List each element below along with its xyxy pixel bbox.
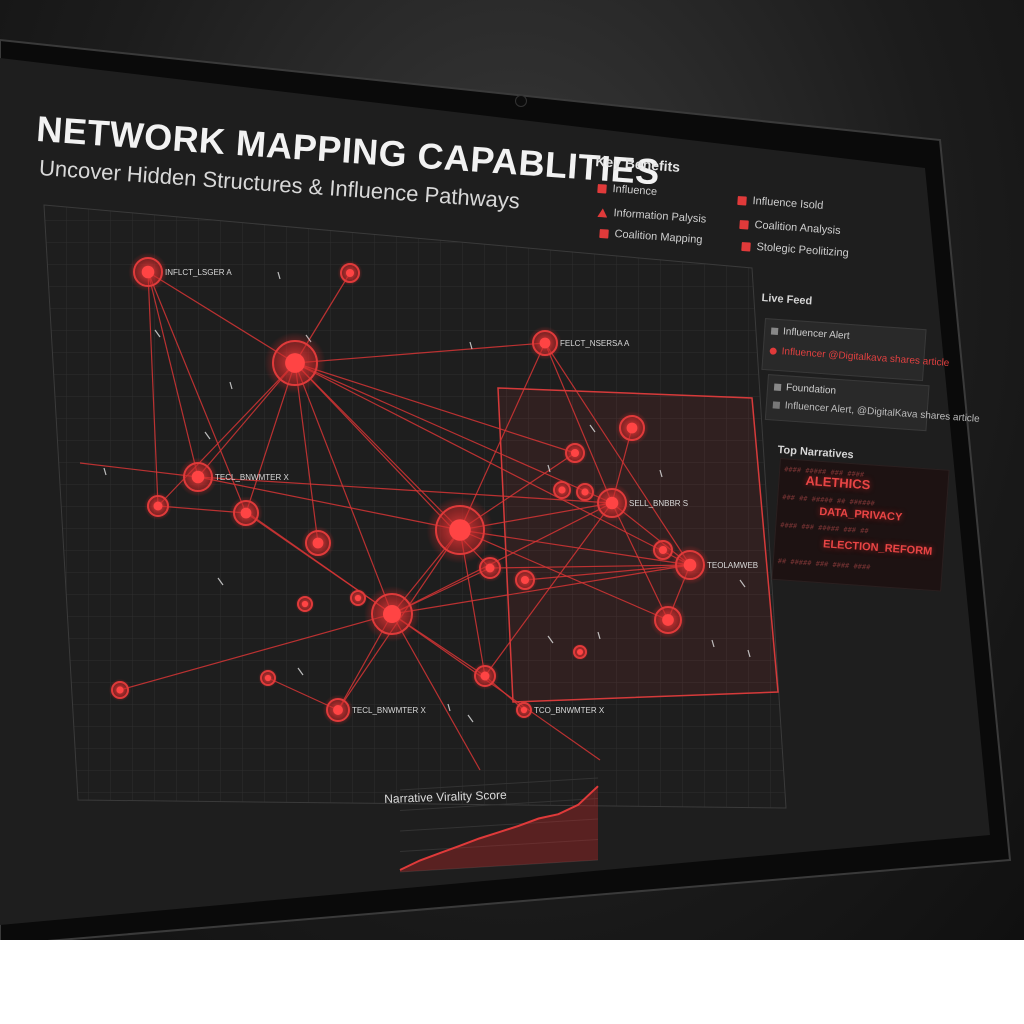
graph-node-core [581,488,589,496]
graph-node-label: TCO_BNWMTER X [534,706,605,715]
graph-node-core [520,706,528,714]
graph-edges [79,271,751,771]
virality-gridline [399,859,599,873]
graph-node-core [240,507,252,519]
graph-edge [119,613,393,691]
graph-edge [459,529,669,621]
virality-gridline [399,798,599,811]
graph-edge [391,564,691,615]
graph-node-core [539,337,551,349]
graph-edge [391,502,613,615]
graph-node-core [141,265,155,279]
graph-node-labels: INFLCT_LSGER A FELCT_NSERSA A TECL_BNWMTER… [165,268,758,715]
graph-tick [229,381,233,390]
highlight-region [497,387,779,703]
virality-gridline [399,839,599,852]
graph-edge [294,342,546,364]
graph-node-core [333,705,343,715]
graph-node-core [662,614,674,626]
graph-node-core [191,470,205,484]
graph-node-core [558,486,566,494]
graph-edge [484,502,613,677]
graph-node-label: SELL_BNBBR S [629,499,688,508]
graph-node-core [626,422,638,434]
graph-node-label: TEOLAMWEB [707,561,758,570]
virality-grid [399,777,599,873]
graph-node-core [354,594,362,602]
graph-node-core [570,448,580,458]
graph-tick [154,329,161,338]
graph-tick [659,469,663,478]
graph-tick [739,579,746,588]
graph-edge [197,476,613,504]
graph-node-core [312,537,324,549]
graph-node-core [520,575,530,585]
graph-node-core [449,519,471,541]
graph-edge [544,342,613,504]
graph-edge [294,362,576,454]
graph-edge [524,564,691,581]
graph-edge [611,502,669,621]
graph-tick [597,631,601,640]
virality-gridline [399,818,599,832]
graph-node-core [116,686,124,694]
dashboard-screen: NETWORK MAPPING CAPABLITIES Uncover Hidd… [0,0,1024,940]
graph-node-core [605,496,619,510]
graph-node-core [345,268,355,278]
graph-edge [544,342,691,566]
graph-grid [43,204,787,809]
graph-node-core [485,563,495,573]
graph-edge [197,476,461,531]
graph-node-core [264,674,272,682]
graph-edge [147,271,159,507]
webcam-icon [515,95,527,107]
graph-node-core [683,558,697,572]
virality-chart [399,777,599,873]
graph-tick [469,341,473,350]
graph-edge [79,462,199,478]
graph-edge [459,529,691,566]
graph-tick [217,577,224,586]
graph-node-core [480,671,490,681]
graph-tick [467,714,474,723]
graph-edge [294,362,461,531]
graph-edge [391,613,481,771]
graph-node-core [383,605,401,623]
virality-line [399,785,599,871]
graph-edge [147,271,199,478]
graph-edge [489,564,691,569]
graph-edge [294,362,691,566]
graph-node-core [301,600,309,608]
graph-node-label: FELCT_NSERSA A [560,339,630,348]
graph-edge [294,362,393,615]
graph-tick [297,667,304,676]
graph-tick [447,703,451,712]
virality-gridline [399,777,599,791]
graph-tick [204,431,211,440]
graph-nodes[interactable] [108,252,710,726]
network-graph[interactable]: INFLCT_LSGER A FELCT_NSERSA A TECL_BNWMTER… [0,0,1024,940]
graph-node-core [285,353,305,373]
graph-tick [747,649,751,658]
graph-node-label: TECL_BNWMTER X [215,473,289,482]
graph-node-core [577,649,583,655]
graph-tick [589,424,596,433]
graph-node-label: INFLCT_LSGER A [165,268,232,277]
graph-tick [103,467,107,476]
graph-edge [147,271,247,514]
graph-edge [459,342,546,531]
graph-tick [547,464,551,473]
graph-tick [547,635,554,644]
graph-tick [277,271,281,280]
graph-tick [711,639,715,648]
graph-node-core [153,501,163,511]
graph-node-core [658,545,668,555]
graph-node-label: TECL_BNWMTER X [352,706,426,715]
